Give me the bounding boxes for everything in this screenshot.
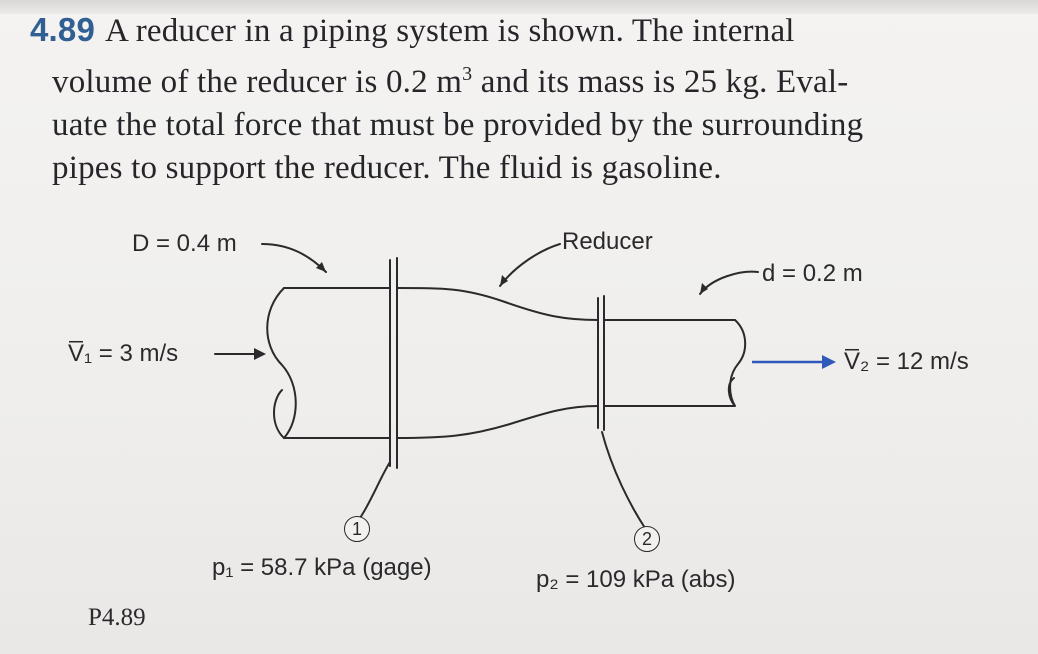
figure-caption: P4.89 bbox=[88, 604, 146, 631]
inlet-pressure-label: p₁ = 58.7 kPa (gage) bbox=[212, 554, 432, 581]
problem-text-2b: and its mass is 25 kg. Eval- bbox=[480, 64, 849, 100]
reducer-leader-arrowhead bbox=[500, 275, 508, 286]
page-top-edge bbox=[0, 0, 1038, 14]
reducer-top-wall bbox=[396, 287, 599, 321]
outlet-diameter-label: d = 0.2 m bbox=[762, 260, 863, 287]
station-2-marker: 2 bbox=[634, 526, 660, 552]
station-1-marker: 1 bbox=[344, 516, 370, 542]
problem-line-4: pipes to support the reducer. The fluid … bbox=[30, 147, 1030, 190]
inlet-velocity-label: V̅₁ = 3 m/s bbox=[68, 340, 179, 367]
reducer-label: Reducer bbox=[562, 228, 653, 255]
D-leader-arrowhead bbox=[316, 262, 326, 272]
problem-text-4: pipes to support the reducer. The fluid … bbox=[52, 150, 722, 186]
station-1-leader-line bbox=[359, 461, 391, 519]
inlet-arrowhead bbox=[254, 348, 266, 360]
problem-text-3: uate the total force that must be provid… bbox=[52, 107, 864, 143]
problem-text-2a: volume of the reducer is 0.2 m bbox=[52, 64, 463, 100]
volume-exponent: 3 bbox=[462, 63, 473, 85]
inlet-diameter-label: D = 0.4 m bbox=[132, 230, 237, 257]
outlet-pressure-label: p₂ = 109 kPa (abs) bbox=[536, 566, 736, 593]
reducer-bottom-wall bbox=[396, 405, 599, 439]
inlet-break-symbol bbox=[266, 287, 297, 440]
problem-line-3: uate the total force that must be provid… bbox=[30, 104, 1030, 147]
outlet-break-symbol bbox=[727, 319, 747, 407]
problem-text-1: A reducer in a piping system is shown. T… bbox=[105, 13, 795, 49]
station-2-leader-line bbox=[601, 431, 646, 529]
d-leader-arrowhead bbox=[700, 283, 708, 294]
outlet-velocity-label: V̅₂ = 12 m/s bbox=[844, 348, 969, 375]
d-leader-line bbox=[699, 270, 759, 295]
reducer-leader-line bbox=[499, 243, 561, 287]
outlet-arrowhead bbox=[822, 355, 836, 369]
problem-number: 4.89 bbox=[30, 11, 96, 48]
problem-line-2: volume of the reducer is 0.2 m3 and its … bbox=[30, 53, 1030, 104]
